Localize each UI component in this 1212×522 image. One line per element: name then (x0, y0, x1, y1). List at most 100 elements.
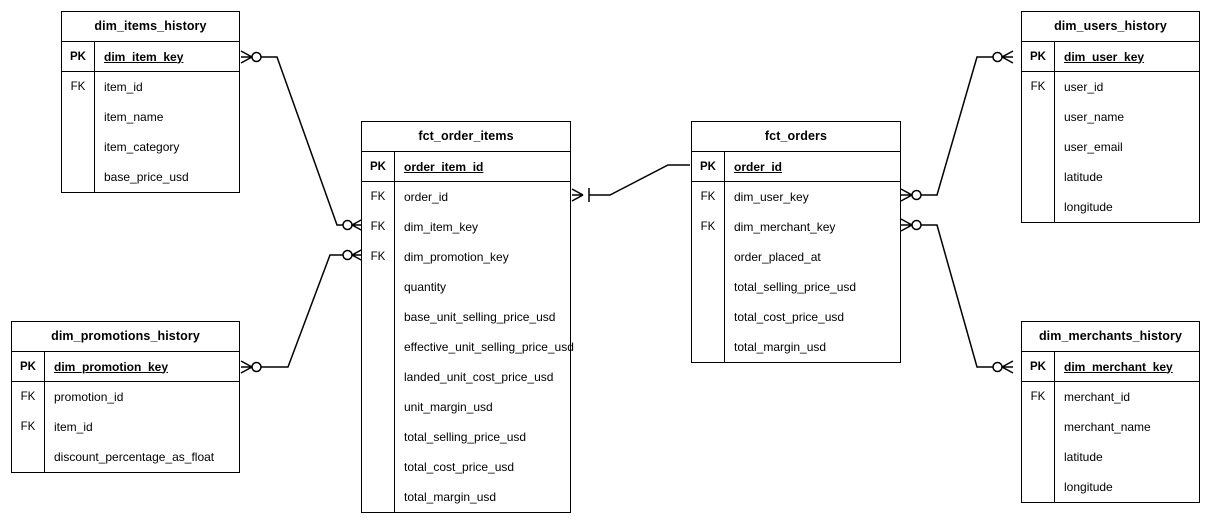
column-key-badge: FK (1022, 382, 1055, 412)
column-row[interactable]: base_price_usd (62, 162, 239, 192)
entity-title-dim_items_history: dim_items_history (62, 12, 239, 42)
column-row[interactable]: FK item_id (12, 412, 239, 442)
column-key-badge (62, 162, 95, 192)
column-name: base_price_usd (104, 170, 189, 184)
column-row[interactable]: total_margin_usd (692, 332, 900, 362)
column-key-badge: PK (1022, 352, 1055, 381)
column-row[interactable]: FK dim_item_key (362, 212, 570, 242)
column-row[interactable]: FK dim_merchant_key (692, 212, 900, 242)
column-row[interactable]: base_unit_selling_price_usd (362, 302, 570, 332)
connector-promotions-to-order-items (240, 248, 364, 374)
column-key-badge (362, 482, 395, 512)
column-row[interactable]: total_selling_price_usd (692, 272, 900, 302)
column-row[interactable]: total_cost_price_usd (692, 302, 900, 332)
column-row[interactable]: latitude (1022, 442, 1199, 472)
column-name: landed_unit_cost_price_usd (404, 370, 554, 384)
column-row[interactable]: effective_unit_selling_price_usd (362, 332, 574, 362)
column-row[interactable]: longitude (1022, 472, 1199, 502)
column-key-badge (1022, 162, 1055, 192)
column-name: item_name (104, 110, 164, 124)
column-row[interactable]: longitude (1022, 192, 1199, 222)
column-key-badge: FK (62, 72, 95, 102)
column-key-badge (362, 272, 395, 302)
column-row[interactable]: total_margin_usd (362, 482, 570, 512)
column-key-badge: FK (12, 412, 45, 442)
column-name: base_unit_selling_price_usd (404, 310, 556, 324)
column-key-badge: FK (692, 212, 725, 242)
connector-items-to-order-items (240, 50, 364, 232)
column-key-badge (692, 302, 725, 332)
column-row[interactable]: latitude (1022, 162, 1199, 192)
column-name: dim_item_key (404, 220, 479, 234)
column-name: item_id (104, 80, 143, 94)
column-key-badge: PK (1022, 42, 1055, 71)
column-row[interactable]: unit_margin_usd (362, 392, 570, 422)
column-name: dim_promotion_key (404, 250, 509, 264)
column-row[interactable]: merchant_name (1022, 412, 1199, 442)
column-key-badge (62, 102, 95, 132)
column-key-badge: FK (362, 182, 395, 212)
column-name: longitude (1064, 200, 1113, 214)
column-row[interactable]: item_category (62, 132, 239, 162)
column-name: longitude (1064, 480, 1113, 494)
column-key-badge: PK (362, 152, 395, 181)
column-row[interactable]: discount_percentage_as_float (12, 442, 239, 472)
column-key-badge (62, 132, 95, 162)
column-name: merchant_name (1064, 420, 1151, 434)
column-key-badge: FK (362, 212, 395, 242)
column-name: item_id (54, 420, 93, 434)
column-row[interactable]: total_cost_price_usd (362, 452, 570, 482)
column-key-badge: FK (1022, 72, 1055, 102)
column-name: discount_percentage_as_float (54, 450, 215, 464)
column-row[interactable]: PK dim_merchant_key (1022, 352, 1199, 382)
entity-title-fct_order_items: fct_order_items (362, 122, 570, 152)
column-name: total_cost_price_usd (734, 310, 845, 324)
column-key-badge (692, 332, 725, 362)
column-row[interactable]: FK item_id (62, 72, 239, 102)
column-name: dim_merchant_key (1064, 359, 1173, 374)
column-name: dim_promotion_key (54, 359, 169, 374)
column-row[interactable]: order_placed_at (692, 242, 900, 272)
column-row[interactable]: item_name (62, 102, 239, 132)
column-row[interactable]: total_selling_price_usd (362, 422, 570, 452)
column-name: dim_item_key (104, 49, 184, 64)
column-row[interactable]: PK order_item_id (362, 152, 570, 182)
column-name: dim_merchant_key (734, 220, 836, 234)
entity-title-dim_users_history: dim_users_history (1022, 12, 1199, 42)
column-key-badge (1022, 132, 1055, 162)
column-name: quantity (404, 280, 447, 294)
column-name: total_cost_price_usd (404, 460, 515, 474)
column-key-badge (12, 442, 45, 472)
column-row[interactable]: landed_unit_cost_price_usd (362, 362, 570, 392)
column-name: user_email (1064, 140, 1123, 154)
column-row[interactable]: user_email (1022, 132, 1199, 162)
column-name: unit_margin_usd (404, 400, 493, 414)
column-name: order_item_id (404, 159, 484, 174)
column-key-badge (692, 242, 725, 272)
column-name: order_id (734, 159, 783, 174)
column-key-badge (362, 332, 395, 362)
column-row[interactable]: user_name (1022, 102, 1199, 132)
column-key-badge (362, 392, 395, 422)
column-name: user_name (1064, 110, 1125, 124)
column-name: effective_unit_selling_price_usd (404, 340, 574, 354)
column-name: promotion_id (54, 390, 124, 404)
column-row[interactable]: quantity (362, 272, 570, 302)
column-key-badge: FK (692, 182, 725, 212)
